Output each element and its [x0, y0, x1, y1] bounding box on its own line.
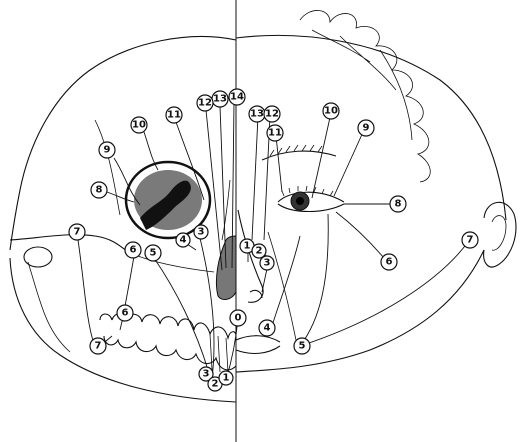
callout-right-7: 7 — [462, 232, 478, 248]
callout-left-10: 10 — [131, 117, 147, 133]
hair-curls — [300, 10, 430, 182]
callout-left-5: 5 — [145, 245, 161, 261]
callout-label: 1 — [244, 241, 251, 252]
callout-label: 3 — [198, 227, 205, 238]
callout-label: 13 — [213, 94, 227, 105]
callout-label: 7 — [74, 227, 81, 238]
callout-left-1: 1 — [219, 371, 233, 385]
callout-left-4: 4 — [176, 233, 190, 247]
callout-label: 13 — [250, 109, 264, 120]
callout-label: 3 — [203, 369, 210, 380]
callout-label: 6 — [386, 257, 393, 268]
lower-lip — [236, 346, 280, 353]
callout-right-10: 10 — [323, 103, 339, 119]
callout-label: 12 — [265, 109, 279, 120]
temporal-line — [95, 120, 120, 215]
callout-label: 6 — [122, 308, 129, 319]
mandible-ramus — [28, 262, 70, 352]
lower-eyelid — [278, 204, 344, 212]
eyebrow — [262, 151, 336, 160]
callout-right-2: 2 — [252, 244, 266, 258]
callout-right-9: 9 — [358, 120, 374, 136]
callout-right-11: 11 — [267, 125, 283, 141]
callout-label: 1 — [223, 373, 230, 384]
callout-label: 2 — [212, 379, 219, 390]
callout-left-7a: 7 — [69, 224, 85, 240]
callout-left-3a: 3 — [194, 225, 208, 239]
ear-outer — [484, 202, 516, 267]
callout-label: 0 — [235, 313, 242, 324]
callout-label: 10 — [132, 120, 146, 131]
callout-left-8: 8 — [91, 182, 107, 198]
ear-inner — [492, 216, 506, 251]
callout-label: 7 — [467, 235, 474, 246]
callout-left-9: 9 — [99, 142, 115, 158]
callout-left-11: 11 — [166, 107, 182, 123]
ear-canal — [24, 247, 52, 267]
callout-label: 4 — [264, 323, 271, 334]
callout-left-7b: 7 — [90, 338, 106, 354]
maxilla-line — [128, 252, 214, 272]
callout-label: 4 — [180, 235, 187, 246]
teeth — [100, 314, 236, 372]
callout-center-0: 0 — [230, 310, 246, 326]
callout-label: 11 — [167, 110, 181, 121]
callout-label: 5 — [299, 341, 306, 352]
callout-left-6a: 6 — [125, 242, 141, 258]
nostril — [250, 290, 262, 298]
callout-right-8: 8 — [390, 196, 406, 212]
callout-right-12: 12 — [264, 106, 280, 122]
callout-label: 10 — [324, 106, 338, 117]
callout-right-4: 4 — [259, 320, 275, 336]
zygomatic-arch — [10, 235, 128, 252]
callout-left-13: 13 — [212, 91, 228, 107]
callout-right-5: 5 — [294, 338, 310, 354]
callout-label: 6 — [130, 245, 137, 256]
callout-label: 5 — [150, 248, 157, 259]
callout-left-12: 12 — [197, 95, 213, 111]
callout-label: 12 — [198, 98, 212, 109]
jaw-outline — [236, 250, 484, 372]
callout-right-6: 6 — [381, 254, 397, 270]
upper-eyelid — [278, 192, 344, 202]
callout-label: 2 — [256, 246, 263, 257]
upper-lip — [236, 336, 280, 342]
callout-label: 11 — [268, 128, 282, 139]
callout-label: 8 — [96, 185, 103, 196]
callout-label: 14 — [230, 92, 244, 103]
incisor-roots — [210, 334, 228, 372]
callout-right-3: 3 — [260, 256, 274, 270]
pupil — [296, 197, 304, 205]
lower-teeth-row — [104, 336, 236, 370]
callout-label: 3 — [264, 258, 271, 269]
callout-label: 9 — [104, 145, 111, 156]
face-half — [236, 10, 516, 372]
callout-left-14: 14 — [229, 89, 245, 105]
callout-label: 7 — [95, 341, 102, 352]
callout-label: 9 — [363, 123, 370, 134]
callout-left-6b: 6 — [117, 305, 133, 321]
callout-right-13: 13 — [249, 106, 265, 122]
callout-label: 8 — [395, 199, 402, 210]
